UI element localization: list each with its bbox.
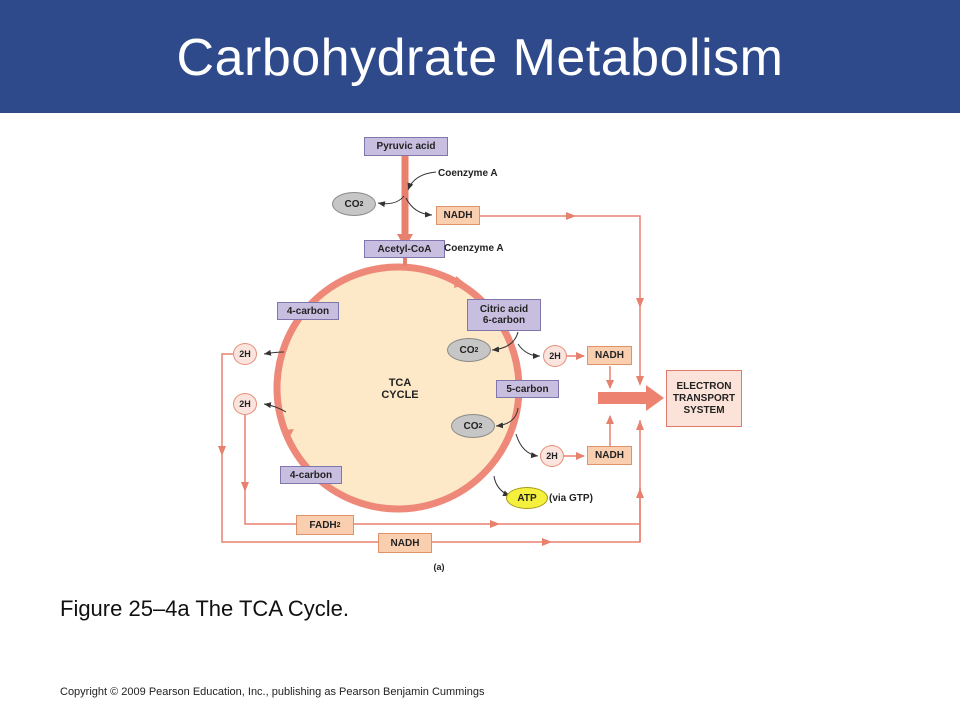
h2-out-arrow-left-2 (263, 402, 287, 413)
nadh-out-arrow-1 (405, 197, 433, 218)
h2-out-arrow-right-1 (517, 343, 541, 359)
ets-line3: SYSTEM (683, 404, 725, 416)
copyright-notice: Copyright © 2009 Pearson Education, Inc.… (60, 686, 485, 698)
co2-out-arrow-3 (495, 407, 519, 429)
acetyl-coa-box: Acetyl-CoA (364, 240, 445, 258)
h2-out-arrow-left-1 (263, 349, 285, 356)
nadh-box-bottom: NADH (378, 533, 432, 553)
fadh-subscript: 2 (336, 521, 341, 529)
nadh-top-rail (478, 215, 641, 380)
four-carbon-box-bottom: 4-carbon (280, 466, 342, 484)
pyruvic-acid-box: Pyruvic acid (364, 137, 448, 156)
coenzyme-a-in-label: Coenzyme A (438, 167, 498, 179)
fadh-label: FADH (309, 519, 337, 531)
tca-label-line1: TCA (388, 377, 412, 389)
five-carbon-box: 5-carbon (496, 380, 559, 398)
cycle-arrowhead-top (454, 276, 466, 288)
via-gtp-label: (via GTP) (549, 492, 593, 504)
panel-label: (a) (433, 561, 445, 572)
co2-subscript: 2 (474, 346, 479, 354)
co2-out-arrow-2 (491, 331, 519, 353)
h2-bubble-right-1: 2H (543, 345, 567, 367)
electron-transport-system-box: ELECTRON TRANSPORT SYSTEM (666, 370, 742, 427)
atp-bubble: ATP (506, 487, 548, 509)
six-carbon-label: 6-carbon (482, 315, 526, 326)
fadh2-rail (244, 415, 640, 525)
big-arrow-to-ets (598, 385, 664, 411)
co2-subscript: 2 (478, 422, 483, 430)
co2-label: CO (463, 420, 479, 432)
h2-out-arrow-right-2 (515, 433, 539, 459)
co2-label: CO (459, 344, 475, 356)
ets-line2: TRANSPORT (672, 392, 736, 404)
nadh-box-right-2: NADH (587, 446, 632, 465)
coenzyme-a-out-label: Coenzyme A (444, 242, 504, 254)
co2-label: CO (344, 198, 360, 210)
four-carbon-box-top: 4-carbon (277, 302, 339, 320)
figure-caption: Figure 25–4a The TCA Cycle. (60, 596, 350, 621)
cycle-arrowhead-left (284, 429, 294, 440)
citric-acid-box: Citric acid 6-carbon (467, 299, 541, 331)
co2-subscript: 2 (359, 200, 364, 208)
co2-out-arrow-1 (377, 195, 405, 208)
citric-acid-label: Citric acid (479, 304, 529, 315)
nadh-box-top: NADH (436, 206, 480, 225)
h2-bubble-right-2: 2H (540, 445, 564, 467)
title-bar: Carbohydrate Metabolism (0, 0, 960, 113)
tca-cycle-label: TCA CYCLE (368, 376, 432, 402)
nadh-box-right-1: NADH (587, 346, 632, 365)
h2-bubble-left-1: 2H (233, 343, 257, 365)
h2-bubble-left-2: 2H (233, 393, 257, 415)
slide-title: Carbohydrate Metabolism (176, 29, 784, 87)
coenzyme-a-in-arrow (407, 171, 437, 191)
tca-label-line2: CYCLE (381, 389, 419, 401)
ets-line1: ELECTRON (676, 380, 732, 392)
diagram-arrows (218, 156, 664, 546)
